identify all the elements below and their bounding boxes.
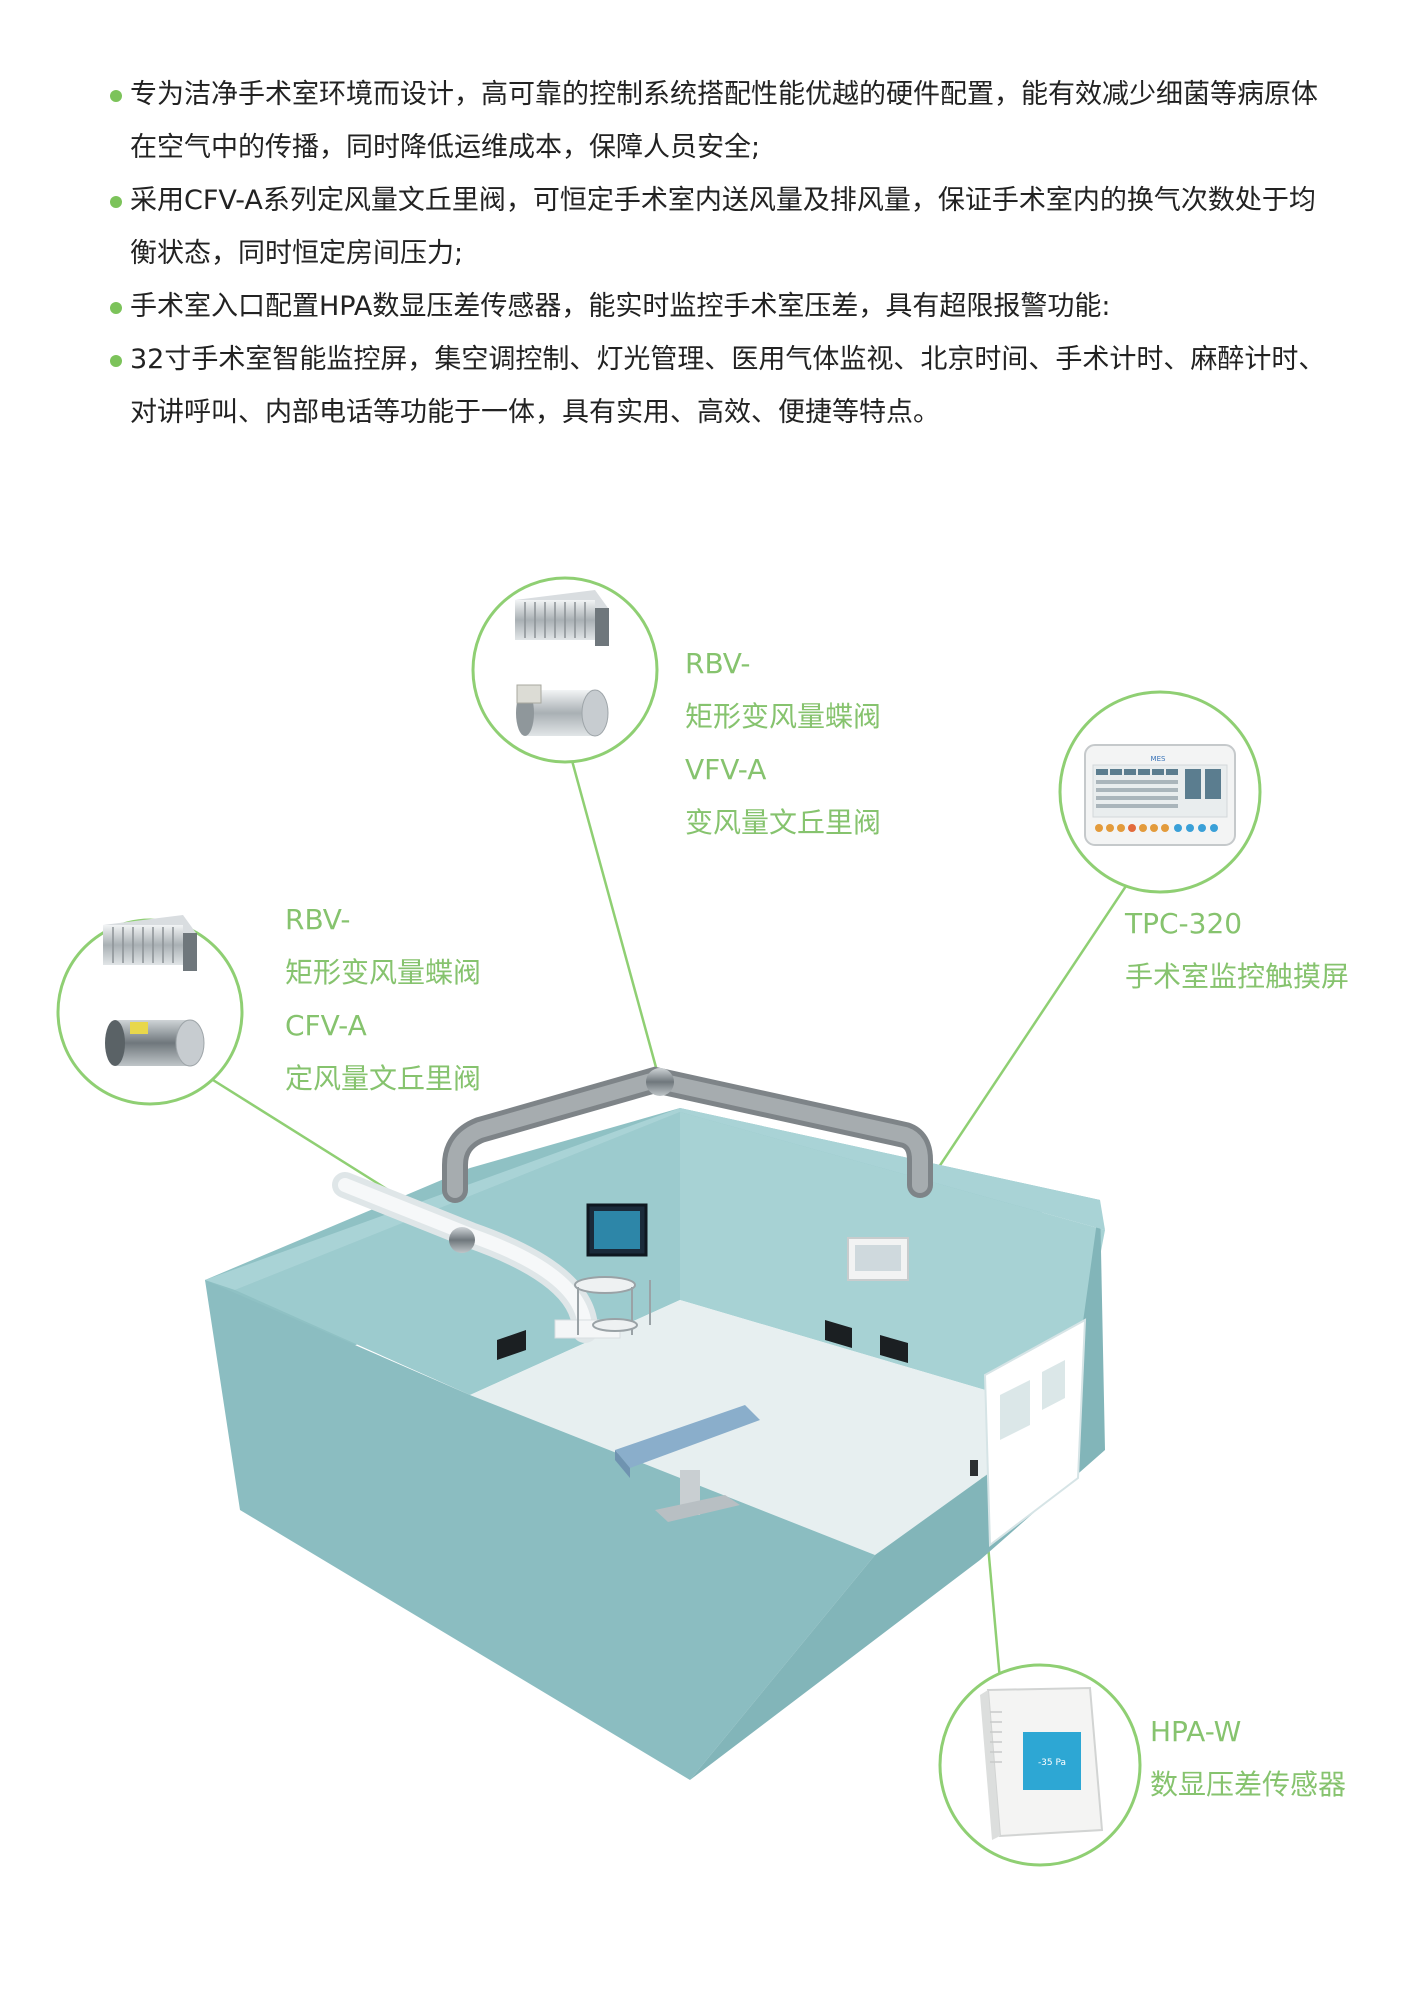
operating-table — [615, 1405, 760, 1522]
rectangular-damper-image — [103, 915, 197, 971]
feature-bullet: 专为洁净手术室环境而设计，高可靠的控制系统搭配性能优越的硬件配置，能有效减少细菌… — [110, 68, 1340, 174]
label-pressure-sensor: HPA-W 数显压差传感器 — [1150, 1715, 1347, 1801]
rectangular-damper-image — [515, 590, 609, 646]
label-left-damper: RBV- 矩形变风量蝶阀 CFV-A 定风量文丘里阀 — [285, 903, 482, 1095]
feature-bullet: 采用CFV-A系列定风量文丘里阀，可恒定手术室内送风量及排风量，保证手术室内的换… — [110, 174, 1340, 280]
touchscreen-callout: MES — [1058, 690, 1262, 894]
wall-equipment — [497, 1203, 978, 1476]
label-top-damper: RBV- 矩形变风量蝶阀 VFV-A 变风量文丘里阀 — [685, 647, 882, 839]
brand-text: MES — [1151, 755, 1166, 763]
feature-bullet-list: 专为洁净手术室环境而设计，高可靠的控制系统搭配性能优越的硬件配置，能有效减少细菌… — [110, 68, 1340, 439]
venturi-valve-image — [516, 684, 609, 737]
touchscreen-device-image: MES — [1084, 744, 1236, 846]
label-touchscreen: TPC-320 手术室监控触摸屏 — [1125, 907, 1350, 993]
instrument-cart — [574, 1276, 651, 1335]
damper-callout-top — [471, 576, 659, 764]
pressure-sensor-image: -35 Pa — [980, 1686, 1104, 1840]
sensor-callout: -35 Pa — [938, 1663, 1142, 1867]
door — [983, 1318, 1087, 1547]
feature-bullet: 手术室入口配置HPA数显压差传感器，能实时监控手术室压差，具有超限报警功能: — [110, 280, 1340, 333]
constant-venturi-valve-image — [105, 1019, 205, 1067]
damper-callout-left — [56, 915, 244, 1106]
feature-bullet: 32寸手术室智能监控屏，集空调控制、灯光管理、医用气体监视、北京时间、手术计时、… — [110, 333, 1340, 439]
sensor-display-text: -35 Pa — [1038, 1758, 1066, 1768]
